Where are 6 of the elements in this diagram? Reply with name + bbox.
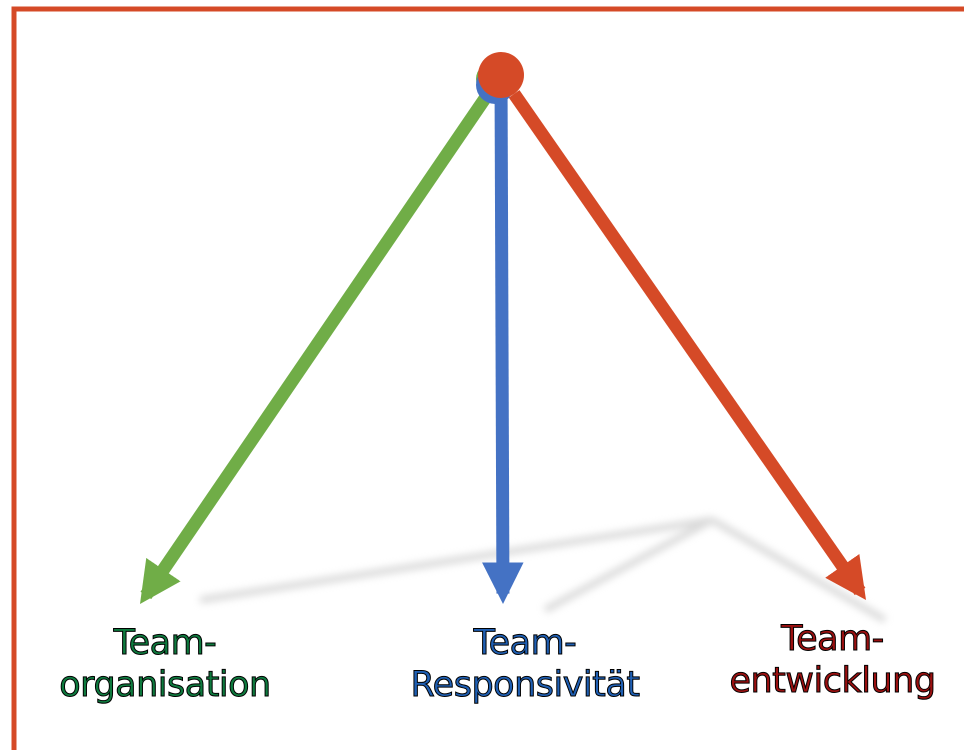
axis-label: Team- Responsivität: [409, 622, 641, 706]
origin-dot: [478, 52, 524, 98]
axis-label: Team- entwicklung: [728, 618, 937, 702]
axis-label: Team- organisation: [58, 622, 272, 706]
arrow: [482, 98, 524, 604]
arrow: [508, 90, 866, 600]
